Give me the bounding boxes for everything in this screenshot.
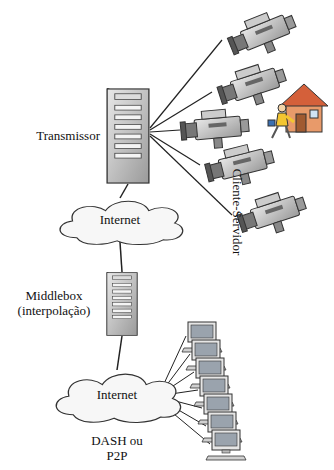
server-label: Middlebox (interpolação) [8, 289, 100, 319]
cloud-label: Internet [48, 213, 192, 228]
protocol-label: DASH ou P2P [89, 434, 145, 464]
server-tower [106, 272, 138, 336]
architecture-label: Cliente-Servidor [230, 169, 245, 256]
network-link [117, 336, 122, 370]
cloud-node: Internet [44, 366, 190, 424]
server-label: Transmissor [36, 129, 100, 144]
server-node: Middlebox (interpolação) [106, 272, 138, 336]
cloud-label: Internet [44, 388, 190, 403]
network-link [120, 242, 122, 272]
server-tower [106, 88, 150, 184]
computer-icon [206, 430, 246, 460]
network-link [120, 184, 128, 198]
cloud-node: Internet [48, 194, 192, 246]
server-node: Transmissor [106, 88, 150, 184]
